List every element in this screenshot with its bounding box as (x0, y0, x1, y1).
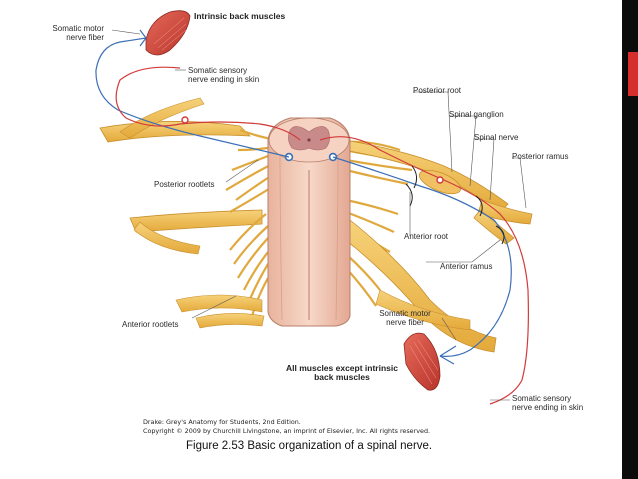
label-all-muscles-except: All muscles except intrinsic back muscle… (286, 363, 398, 382)
sensory-neuron-left (181, 116, 189, 124)
grey-matter (288, 126, 330, 151)
label-somatic-sensory-bottom: Somatic sensory nerve ending in skin (512, 394, 584, 412)
label-spinal-nerve: Spinal nerve (474, 133, 519, 142)
label-intrinsic-back-muscles: Intrinsic back muscles (194, 11, 286, 21)
label-posterior-root: Posterior root (413, 86, 462, 95)
label-somatic-motor-bottom: Somatic motor nerve fiber (379, 309, 431, 327)
sensory-neuron-right (436, 176, 444, 184)
anterior-muscle (403, 332, 441, 391)
intrinsic-back-muscle (145, 10, 191, 56)
label-posterior-ramus: Posterior ramus (512, 152, 569, 161)
credit-line-2: Copyright © 2009 by Churchill Livingston… (143, 427, 431, 435)
figure-caption: Figure 2.53 Basic organization of a spin… (186, 440, 433, 452)
lower-left-nerve-bundles (175, 294, 265, 329)
label-spinal-ganglion: Spinal ganglion (449, 110, 504, 119)
label-anterior-ramus: Anterior ramus (440, 262, 493, 271)
label-posterior-rootlets: Posterior rootlets (154, 180, 215, 189)
right-anterior-ramus-trunk (345, 219, 497, 353)
left-anterior-nerve-trunk (129, 209, 263, 255)
label-anterior-rootlets: Anterior rootlets (122, 320, 179, 329)
motor-fibers (95, 37, 512, 357)
source-credit: Drake: Grey's Anatomy for Students, 2nd … (143, 418, 430, 436)
slide-edge-bar (622, 0, 638, 479)
label-anterior-root: Anterior root (404, 232, 449, 241)
spinal-cord (267, 117, 351, 327)
sensory-fibers (115, 66, 529, 405)
label-somatic-sensory-top: Somatic sensory nerve ending in skin (188, 66, 260, 84)
label-somatic-motor-top: Somatic motor nerve fiber (52, 24, 104, 42)
credit-line-1: Drake: Grey's Anatomy for Students, 2nd … (143, 418, 301, 426)
left-posterior-nerve-trunk (99, 97, 252, 143)
slide-accent-bar (628, 52, 638, 96)
leader-lines (111, 29, 527, 401)
